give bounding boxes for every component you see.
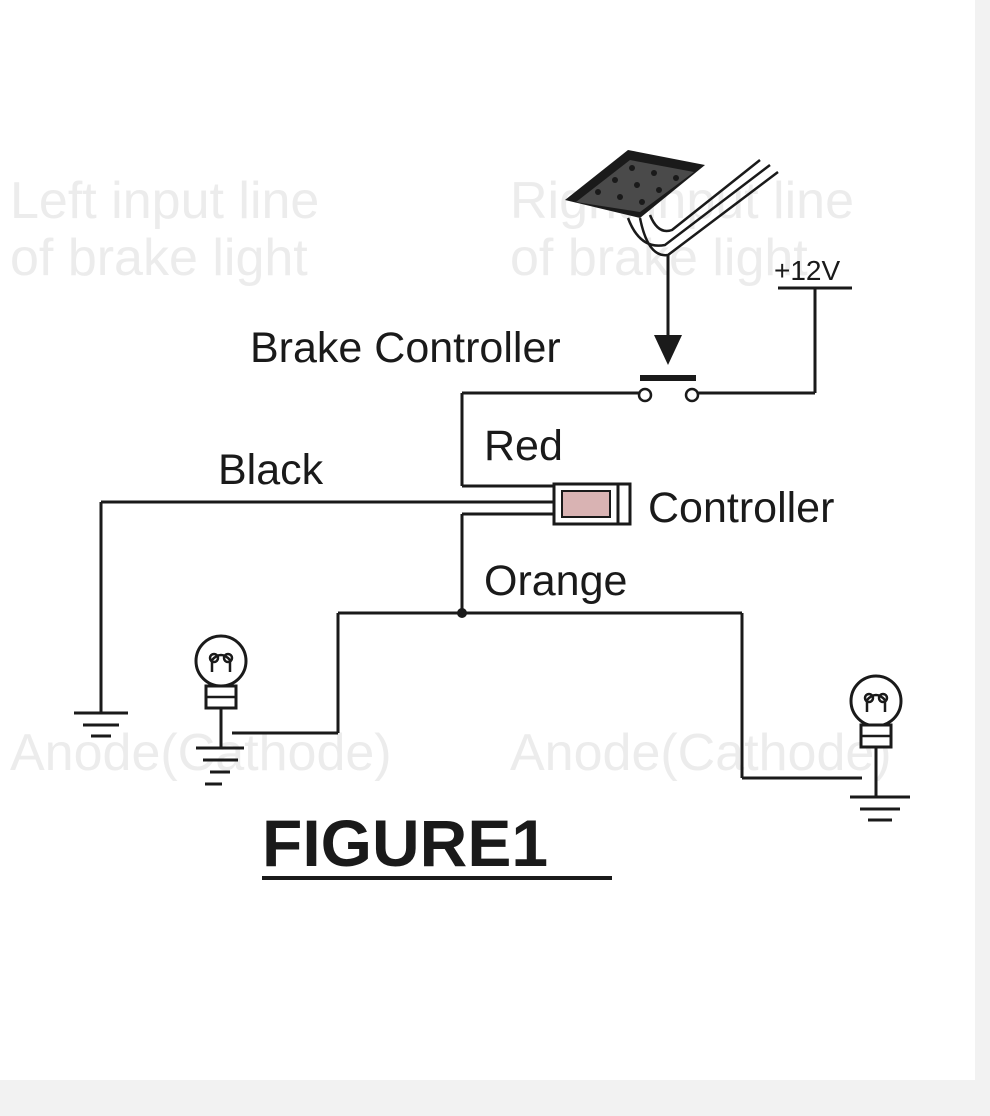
ground-symbol-left — [74, 711, 128, 738]
orange-wire-label: Orange — [484, 557, 627, 605]
svg-text:of brake light: of brake light — [510, 229, 808, 287]
bulb-icon-left — [194, 634, 248, 786]
controller-module — [552, 482, 632, 526]
brake-switch — [637, 375, 700, 403]
diagram-canvas: Left input line of brake light Right inp… — [0, 0, 975, 1080]
svg-text:Left input line: Left input line — [10, 172, 319, 230]
red-wire-label: Red — [484, 422, 563, 470]
wiring-diagram: Left input line of brake light Right inp… — [10, 150, 910, 880]
controller-label: Controller — [648, 484, 834, 532]
brake-pedal-icon — [565, 150, 779, 257]
svg-text:of brake light: of brake light — [10, 229, 308, 287]
supply-12v — [698, 286, 852, 395]
bulb-icon-right — [849, 674, 910, 822]
figure-title: FIGURE1 — [262, 806, 548, 880]
red-wire — [460, 391, 639, 488]
black-wire-label: Black — [218, 446, 324, 494]
pedal-arrow — [654, 255, 682, 365]
svg-text:Anode(Cathode): Anode(Cathode) — [510, 724, 892, 782]
ghost-background: Left input line of brake light Right inp… — [10, 172, 892, 782]
brake-controller-label: Brake Controller — [250, 324, 561, 372]
supply-label: +12V — [774, 255, 840, 286]
black-wire — [99, 500, 554, 713]
orange-wire — [232, 512, 862, 780]
